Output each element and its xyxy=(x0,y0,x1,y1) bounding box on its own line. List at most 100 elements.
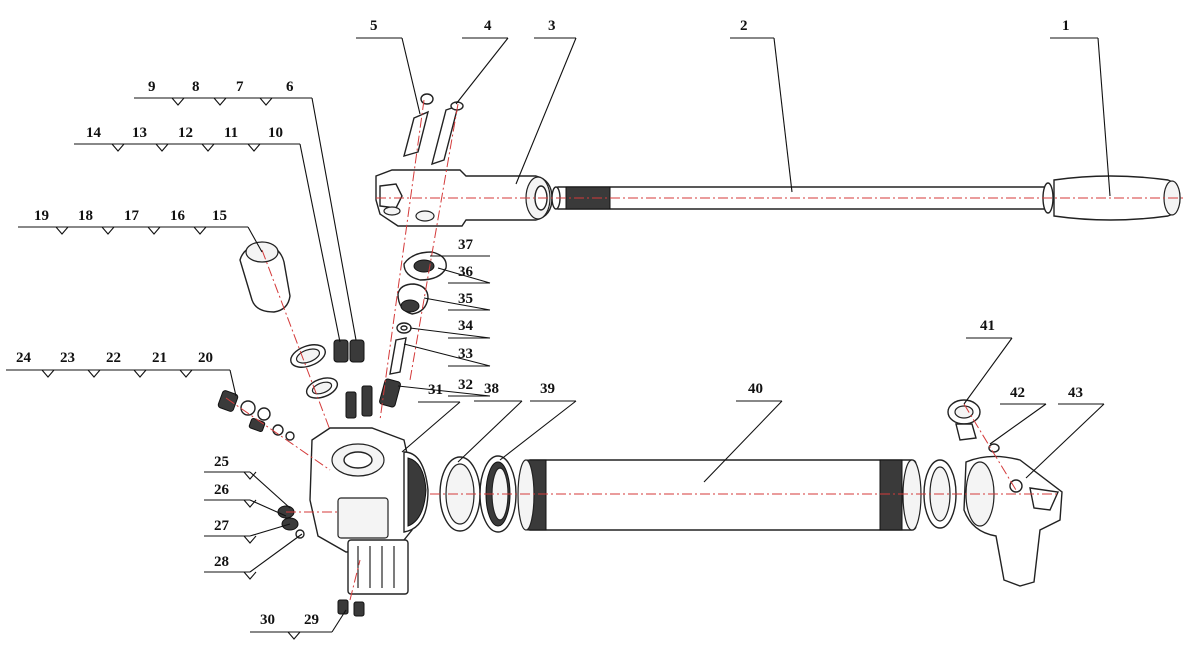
callout-label-10: 10 xyxy=(268,125,283,141)
callout-leader-4 xyxy=(455,37,509,105)
callout-leader-39 xyxy=(499,400,577,461)
callout-label-41: 41 xyxy=(980,318,995,334)
callout-leader-2 xyxy=(773,37,793,193)
callout-label-9: 9 xyxy=(148,79,156,95)
callout-label-11: 11 xyxy=(224,125,238,141)
callout-shelf-notch xyxy=(243,571,257,580)
callout-shelf-notch xyxy=(101,226,115,235)
part-pin-4 xyxy=(430,101,464,166)
callout-leader-26 xyxy=(249,499,287,517)
callout-label-22: 22 xyxy=(106,350,121,366)
part-spring-7 xyxy=(345,385,373,419)
callout-shelf-notch xyxy=(111,143,125,152)
callout-shelf-notch xyxy=(243,499,257,508)
callout-label-32: 32 xyxy=(458,377,473,393)
callout-leader-32 xyxy=(397,385,491,397)
callout-leader-41 xyxy=(963,337,1013,405)
part-end-cap-43 xyxy=(963,455,1063,587)
part-pump-head xyxy=(309,427,429,595)
callout-label-21: 21 xyxy=(152,350,167,366)
callout-shelf-notch xyxy=(201,143,215,152)
callout-label-19: 19 xyxy=(34,208,49,224)
assembly-axes xyxy=(225,99,1186,601)
part-check-valve-20 xyxy=(217,390,295,441)
part-valve-cap-15 xyxy=(239,241,291,313)
callout-shelf-notch xyxy=(213,97,227,106)
callout-label-25: 25 xyxy=(214,454,229,470)
callout-shelf-notch xyxy=(147,226,161,235)
callout-label-42: 42 xyxy=(1010,385,1025,401)
callout-leader-34 xyxy=(409,327,491,339)
callout-label-29: 29 xyxy=(304,612,319,628)
callout-leader-36 xyxy=(437,267,491,284)
callout-label-39: 39 xyxy=(540,381,555,397)
callout-shelf-notch xyxy=(287,631,301,640)
part-pin-5 xyxy=(403,93,434,158)
callout-leader-25 xyxy=(249,471,291,509)
part-check-valve-26 xyxy=(277,505,305,539)
callout-shelf-notch xyxy=(243,471,257,480)
callout-label-8: 8 xyxy=(192,79,200,95)
callout-label-36: 36 xyxy=(458,264,474,280)
callout-shelf-notch xyxy=(171,97,185,106)
callout-leader-38 xyxy=(457,400,523,463)
callout-leader-43 xyxy=(1025,403,1105,479)
part-o-ring-16 xyxy=(290,344,326,368)
callout-shelf-notch xyxy=(41,369,55,378)
callout-label-7: 7 xyxy=(236,79,244,95)
part-lever-bracket xyxy=(375,169,553,227)
callout-label-3: 3 xyxy=(548,18,556,34)
callout-shelf-notch xyxy=(87,369,101,378)
callout-leader-35 xyxy=(423,297,491,311)
callout-leader-10 xyxy=(299,143,341,343)
callout-shelf-notch xyxy=(243,535,257,544)
callout-leader-40 xyxy=(703,400,783,483)
callout-label-12: 12 xyxy=(178,125,193,141)
callout-label-2: 2 xyxy=(740,18,748,34)
callout-label-4: 4 xyxy=(484,18,492,34)
callout-label-31: 31 xyxy=(428,382,443,398)
callout-label-24: 24 xyxy=(16,350,32,366)
callout-label-37: 37 xyxy=(458,237,474,253)
callout-leader-31 xyxy=(401,401,461,453)
part-washer-34 xyxy=(396,322,412,334)
callout-leaders xyxy=(6,37,1111,640)
callout-label-17: 17 xyxy=(124,208,140,224)
callout-label-38: 38 xyxy=(484,381,499,397)
callout-label-27: 27 xyxy=(214,518,230,534)
part-screw-10 xyxy=(333,339,365,363)
callout-label-35: 35 xyxy=(458,291,473,307)
callout-shelf-notch xyxy=(55,226,69,235)
callout-shelf-notch xyxy=(259,97,273,106)
callout-leader-15 xyxy=(247,226,263,253)
callout-leader-1 xyxy=(1097,37,1111,197)
callout-shelf-notch xyxy=(193,226,207,235)
callout-label-14: 14 xyxy=(86,125,102,141)
callout-label-43: 43 xyxy=(1068,385,1083,401)
callout-label-33: 33 xyxy=(458,346,473,362)
callout-leader-28 xyxy=(249,533,303,573)
callout-label-20: 20 xyxy=(198,350,213,366)
callout-label-5: 5 xyxy=(370,18,378,34)
callout-label-1: 1 xyxy=(1062,18,1070,34)
part-plunger-35 xyxy=(397,283,429,315)
callout-label-23: 23 xyxy=(60,350,75,366)
callout-leader-27 xyxy=(249,523,291,537)
callout-label-13: 13 xyxy=(132,125,147,141)
callout-label-34: 34 xyxy=(458,318,474,334)
callout-leader-29 xyxy=(331,609,347,633)
callout-label-6: 6 xyxy=(286,79,294,95)
callout-shelf-notch xyxy=(155,143,169,152)
callout-leader-42 xyxy=(989,403,1047,445)
part-plug-41 xyxy=(947,399,981,441)
callout-label-16: 16 xyxy=(170,208,186,224)
part-barrel-40 xyxy=(517,459,922,531)
part-rod-33 xyxy=(389,337,407,375)
callout-label-40: 40 xyxy=(748,381,763,397)
callout-shelf-notch xyxy=(133,369,147,378)
callout-leader-20 xyxy=(229,369,237,397)
callout-shelf-notch xyxy=(179,369,193,378)
callout-leader-5 xyxy=(401,37,421,115)
